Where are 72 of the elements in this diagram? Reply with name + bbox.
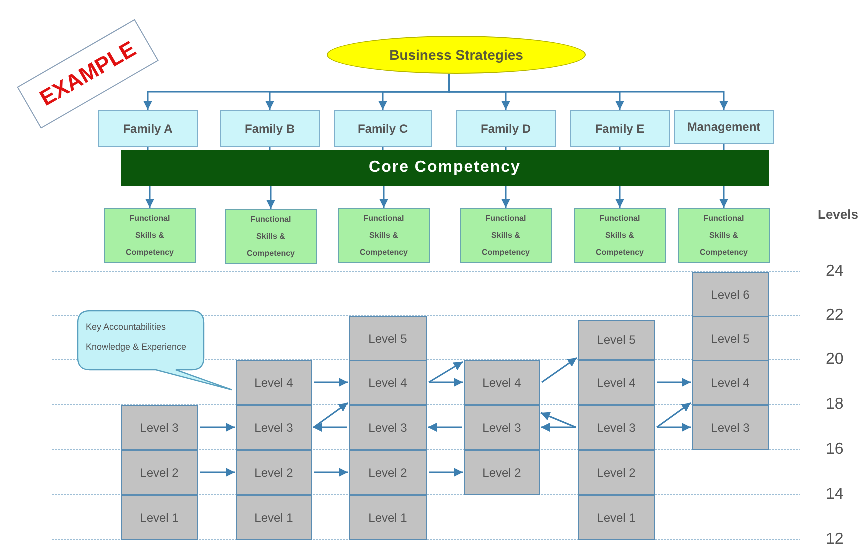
competency-box: Functional Skills & Competency — [574, 208, 666, 263]
arrow — [429, 378, 463, 387]
arrow — [657, 378, 691, 387]
callout-text: Key Accountabilities — [86, 322, 166, 332]
axis-tick-label: 12 — [826, 531, 844, 544]
arrow — [541, 423, 576, 432]
level-box: Level 2 — [121, 450, 198, 495]
axis-tick-label: 16 — [826, 441, 844, 459]
competency-box: Functional Skills & Competency — [338, 208, 430, 263]
level-box: Level 2 — [236, 450, 312, 495]
arrow — [540, 412, 576, 428]
level-box: Level 1 — [121, 495, 198, 540]
family-box: Management — [674, 110, 774, 144]
arrow — [429, 468, 463, 477]
level-box: Level 2 — [464, 450, 540, 495]
level-box: Level 3 — [578, 405, 655, 450]
arrow — [542, 357, 578, 384]
competency-box: Functional Skills & Competency — [225, 209, 317, 264]
arrow — [720, 186, 728, 208]
callout-bubble — [76, 310, 234, 392]
axis-tick-label: 22 — [826, 307, 844, 325]
level-box: Level 3 — [692, 405, 769, 450]
arrow — [616, 186, 624, 208]
level-box: Level 5 — [349, 316, 427, 361]
arrow — [656, 402, 692, 428]
level-box: Level 4 — [349, 360, 427, 405]
level-box: Level 5 — [692, 316, 769, 361]
level-box: Level 2 — [578, 450, 655, 495]
level-box: Level 6 — [692, 272, 769, 317]
competency-box: Functional Skills & Competency — [460, 208, 552, 263]
arrow — [146, 186, 154, 208]
axis-tick-label: 20 — [826, 351, 844, 369]
level-box: Level 3 — [236, 405, 312, 450]
level-box: Level 3 — [464, 405, 540, 450]
axis-tick-label: 24 — [826, 263, 844, 281]
level-box: Level 4 — [464, 360, 540, 405]
family-box: Family E — [570, 110, 670, 147]
level-box: Level 1 — [578, 495, 655, 540]
arrow — [428, 361, 464, 384]
axis-title: Levels — [818, 207, 858, 222]
arrow — [657, 423, 691, 432]
level-box: Level 4 — [236, 360, 312, 405]
axis-tick-label: 18 — [826, 396, 844, 414]
family-box: Family D — [456, 110, 556, 147]
family-box: Family A — [98, 110, 198, 147]
strategy-ellipse: Business Strategies — [327, 36, 586, 74]
arrow — [428, 423, 462, 432]
family-box: Family B — [220, 110, 320, 147]
level-box: Level 2 — [349, 450, 427, 495]
arrow — [448, 74, 728, 110]
level-box: Level 5 — [578, 320, 655, 360]
arrow — [266, 186, 276, 209]
level-box: Level 4 — [578, 360, 655, 405]
competency-box: Functional Skills & Competency — [104, 208, 196, 263]
core-competency-band: Core Competency — [121, 150, 769, 186]
level-box: Level 3 — [349, 405, 427, 450]
arrow — [380, 186, 388, 208]
level-box: Level 1 — [349, 495, 427, 540]
arrow — [200, 468, 235, 477]
arrow — [200, 423, 235, 432]
level-box: Level 4 — [692, 360, 769, 405]
level-box: Level 1 — [236, 495, 312, 540]
family-box: Family C — [334, 110, 432, 147]
competency-box: Functional Skills & Competency — [678, 208, 770, 263]
arrow — [314, 402, 348, 428]
level-box: Level 3 — [121, 405, 198, 450]
callout-text: Knowledge & Experience — [86, 342, 187, 352]
arrow — [314, 468, 348, 477]
arrow — [313, 423, 347, 432]
arrow — [314, 378, 348, 387]
arrow — [502, 186, 510, 208]
axis-tick-label: 14 — [826, 486, 844, 504]
